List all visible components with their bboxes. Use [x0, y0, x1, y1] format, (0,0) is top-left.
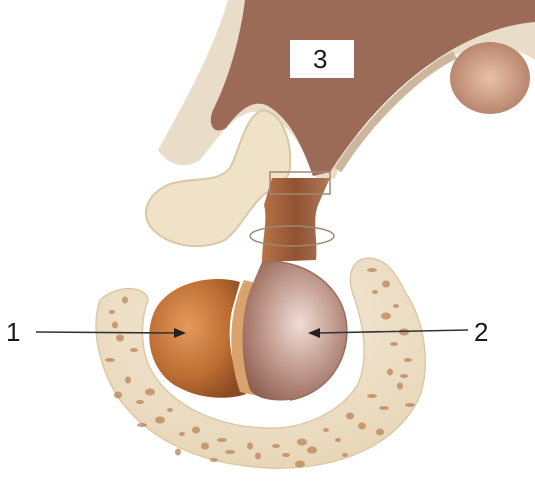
bone-pore [342, 453, 348, 457]
bone-pore [381, 313, 391, 320]
bone-pore [400, 374, 408, 378]
bone-pore [372, 290, 378, 294]
bone-pore [387, 369, 393, 376]
hypothalamus [158, 0, 535, 182]
bone-pore [382, 281, 390, 288]
label-3: 3 [313, 44, 327, 74]
bone-pore [390, 342, 398, 346]
bone-pore [122, 297, 128, 304]
bone-pore [167, 408, 173, 412]
posterior-lobe [243, 262, 347, 401]
bone-pore [155, 417, 165, 424]
bone-pore [272, 444, 280, 448]
bone-pore [136, 400, 144, 404]
bone-pore [217, 438, 227, 442]
mammillary-body [450, 42, 530, 114]
bone-pore [116, 335, 124, 342]
bone-pore [405, 403, 415, 407]
arrow-1-line [36, 332, 176, 333]
label-1: 1 [6, 317, 20, 347]
bone-pore [397, 383, 403, 390]
bone-pore [179, 432, 185, 436]
bone-pore [297, 439, 307, 446]
bone-pore [376, 429, 384, 436]
bone-pore [282, 453, 290, 457]
bone-pore [112, 322, 118, 329]
bone-pore [323, 428, 329, 432]
stalk-body [262, 178, 330, 262]
bone-pore [105, 358, 115, 362]
bone-pore [379, 406, 389, 410]
bone-pore [295, 461, 305, 468]
bone-pore [247, 443, 253, 450]
bone-pore [210, 458, 218, 462]
bone-pore [367, 268, 377, 272]
bone-pore [175, 449, 181, 456]
bone-pore [358, 423, 366, 430]
bone-pore [225, 450, 235, 454]
bone-pore [114, 392, 122, 399]
bone-pore [145, 389, 155, 396]
label-2: 2 [474, 317, 488, 347]
bone-pore [367, 394, 377, 398]
bone-pore [201, 443, 209, 450]
bone-pore [130, 348, 138, 352]
bone-pore [393, 304, 399, 308]
bone-pore [255, 453, 261, 460]
bone-pore [109, 310, 115, 314]
bone-pore [125, 377, 131, 384]
bone-pore [404, 358, 412, 362]
bone-pore [137, 423, 147, 427]
bone-pore [346, 413, 354, 420]
bone-pore [192, 427, 200, 434]
bone-pore [307, 447, 317, 454]
bone-pore [335, 438, 341, 442]
